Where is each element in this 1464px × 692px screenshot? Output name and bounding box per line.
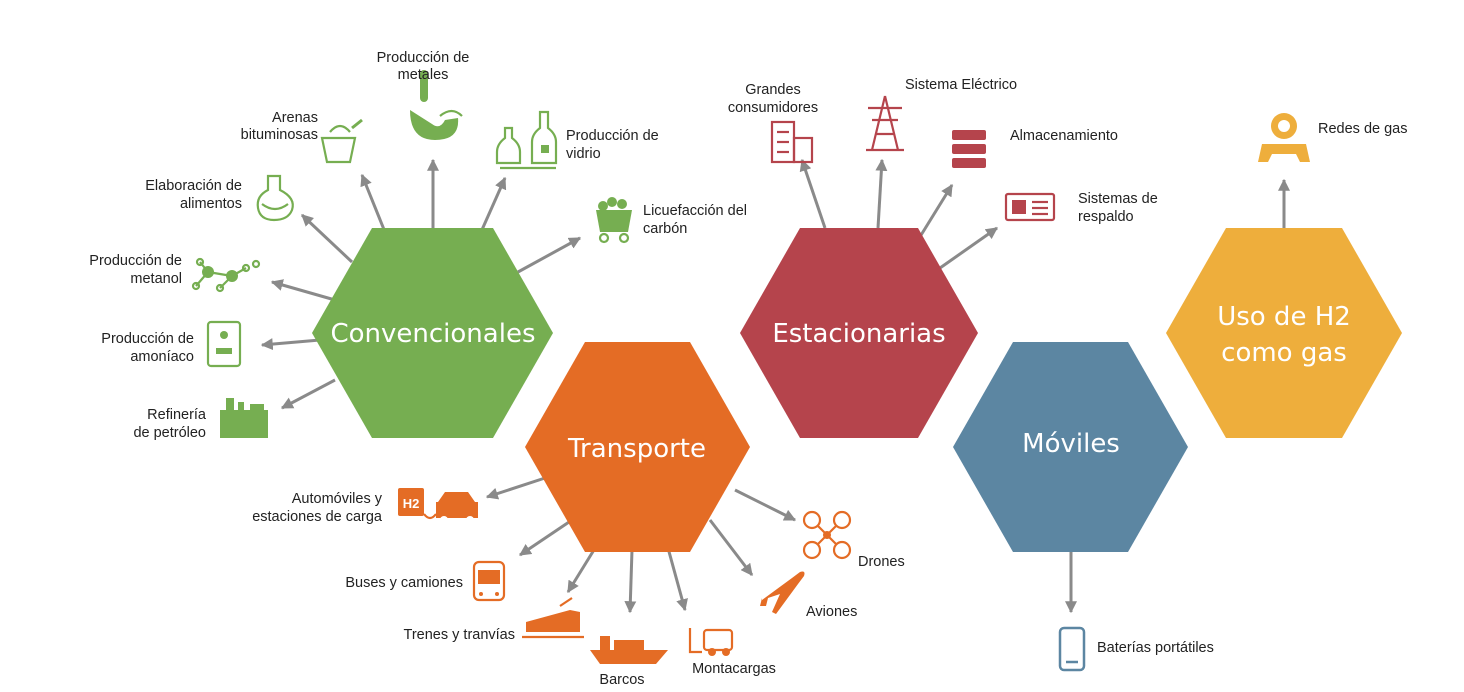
hex-transporte xyxy=(525,342,750,552)
label-licuefaccion-1: Licuefacción del xyxy=(643,203,747,219)
label-produccion-metales-1: Producción de xyxy=(377,50,470,66)
gas-meter-icon xyxy=(1258,113,1310,162)
arrows xyxy=(260,158,1290,614)
hydrogen-station-car-icon: H2 xyxy=(398,488,478,524)
arrow-grandes xyxy=(799,158,827,229)
arrow-automoviles xyxy=(485,476,546,500)
arrow-arenas xyxy=(360,173,387,233)
arrow-aviones xyxy=(708,519,754,576)
label-montacargas: Montacargas xyxy=(692,661,776,677)
hex-estacionarias xyxy=(740,228,978,438)
arrow-electrico xyxy=(875,158,888,229)
coal-cart-icon xyxy=(596,197,632,244)
server-storage-icon xyxy=(952,130,986,168)
arrow-metanol xyxy=(270,279,336,302)
svg-text:H2: H2 xyxy=(403,496,420,511)
arrow-respaldo xyxy=(939,226,998,270)
label-redes: Redes de gas xyxy=(1318,121,1407,137)
glass-bottles-icon xyxy=(495,110,558,170)
hex-convencionales xyxy=(312,228,553,438)
food-processing-icon xyxy=(256,174,294,222)
label-amoniaco-2: amoníaco xyxy=(130,349,194,365)
hex-estacionarias-label: Estacionarias xyxy=(772,319,945,349)
label-aviones: Aviones xyxy=(806,604,857,620)
ammonia-bag-icon xyxy=(206,320,242,368)
label-grandes-1: Grandes xyxy=(745,82,801,98)
arrow-montacargas xyxy=(666,547,688,612)
oil-refinery-icon xyxy=(220,398,268,438)
labels-convencionales: Producción de metales Arenas bituminosas… xyxy=(89,50,747,441)
label-refineria-1: Refinería xyxy=(147,407,207,423)
hex-gas xyxy=(1166,228,1402,438)
label-electrico: Sistema Eléctrico xyxy=(905,77,1017,93)
arrow-buses xyxy=(519,518,573,557)
arrow-refineria xyxy=(280,378,336,410)
arrow-barcos xyxy=(624,549,637,614)
ship-icon xyxy=(590,636,668,664)
hex-moviles xyxy=(953,342,1188,552)
arrow-vidrio xyxy=(479,176,507,233)
bus-icon xyxy=(472,560,506,602)
arrow-trenes xyxy=(566,544,599,594)
icons-estacionarias xyxy=(770,95,1056,222)
arrow-drones xyxy=(734,488,797,522)
label-vidrio-2: vidrio xyxy=(566,146,601,162)
hexagons: Convencionales Transporte Estacionarias … xyxy=(312,228,1402,552)
label-vidrio-1: Producción de xyxy=(566,128,659,144)
label-produccion-metales-2: metales xyxy=(398,67,449,83)
icons-convencionales xyxy=(191,70,632,438)
label-arenas-2: bituminosas xyxy=(241,127,318,143)
label-buses: Buses y camiones xyxy=(345,575,463,591)
label-respaldo-1: Sistemas de xyxy=(1078,191,1158,207)
label-licuefaccion-2: carbón xyxy=(643,221,687,237)
hex-transporte-label: Transporte xyxy=(567,434,706,464)
arrow-licuefaccion xyxy=(517,236,582,274)
hex-gas-label-1: Uso de H2 xyxy=(1217,302,1351,332)
phone-icon xyxy=(1058,626,1086,672)
label-amoniaco-1: Producción de xyxy=(101,331,194,347)
label-arenas-1: Arenas xyxy=(272,110,318,126)
label-automoviles-1: Automóviles y xyxy=(292,491,383,507)
train-icon xyxy=(522,597,584,639)
oil-sands-icon xyxy=(320,118,363,164)
label-grandes-2: consumidores xyxy=(728,100,818,116)
label-metanol-2: metanol xyxy=(130,271,182,287)
drone-icon xyxy=(802,510,852,560)
arrow-alimentos xyxy=(300,213,354,264)
hex-convencionales-label: Convencionales xyxy=(330,319,535,349)
backup-generator-icon xyxy=(1004,192,1056,222)
forklift-icon xyxy=(688,628,734,656)
label-respaldo-2: respaldo xyxy=(1078,209,1134,225)
label-alimentos-2: alimentos xyxy=(180,196,242,212)
label-barcos: Barcos xyxy=(599,672,644,688)
power-tower-icon xyxy=(866,95,904,152)
arrow-amoniaco xyxy=(260,338,321,351)
label-metanol-1: Producción de xyxy=(89,253,182,269)
icons-transporte: H2 xyxy=(398,488,852,664)
label-refineria-2: de petróleo xyxy=(133,425,206,441)
label-drones: Drones xyxy=(858,554,905,570)
label-alimentos-1: Elaboración de xyxy=(145,178,242,194)
hex-gas-label-2: como gas xyxy=(1221,338,1347,368)
metal-production-icon xyxy=(410,70,463,140)
labels-transporte: Automóviles y estaciones de carga Buses … xyxy=(252,491,905,688)
arrow-almacenamiento xyxy=(916,183,954,241)
labels-estacionarias: Grandes consumidores Sistema Eléctrico A… xyxy=(728,77,1158,225)
hex-moviles-label: Móviles xyxy=(1022,429,1120,459)
label-automoviles-2: estaciones de carga xyxy=(252,509,383,525)
label-almacenamiento: Almacenamiento xyxy=(1010,128,1118,144)
label-trenes: Trenes y tranvías xyxy=(404,627,515,643)
methanol-molecule-icon xyxy=(191,257,261,293)
airplane-icon xyxy=(760,571,805,614)
buildings-icon xyxy=(770,120,814,164)
label-baterias: Baterías portátiles xyxy=(1097,640,1214,656)
